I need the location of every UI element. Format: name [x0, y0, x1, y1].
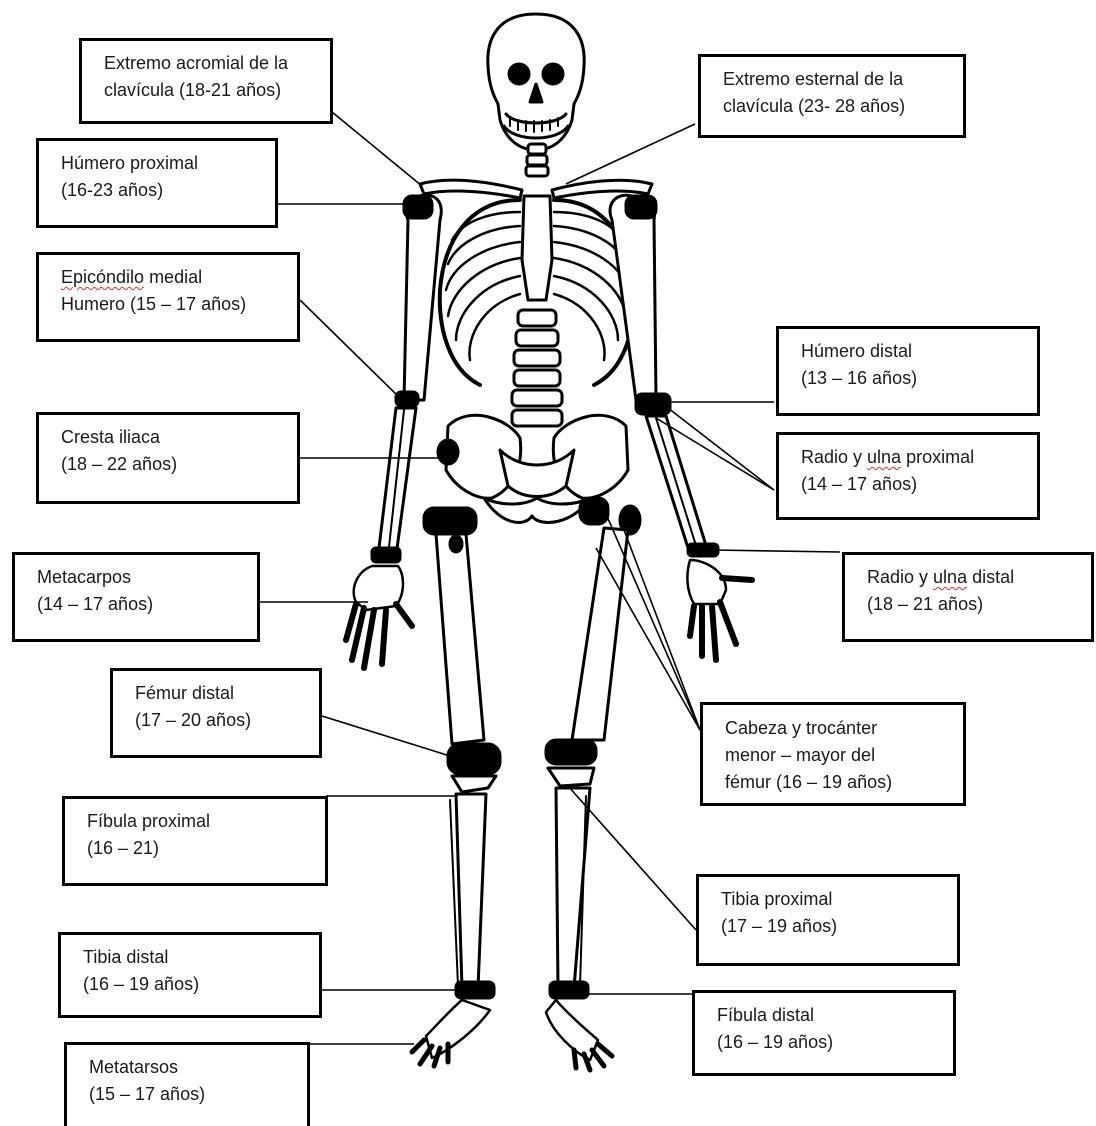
leader-femur-distal: [322, 716, 450, 756]
left-hand: [346, 566, 412, 668]
label-text: Cabeza y trocánter: [725, 715, 949, 742]
label-humero-distal: Húmero distal (13 – 16 años): [776, 326, 1040, 416]
label-text: (16 – 19 años): [83, 971, 305, 998]
label-text: clavícula (18-21 años): [104, 77, 316, 104]
label-cabeza-trocanter: Cabeza y trocánter menor – mayor del fém…: [700, 702, 966, 806]
right-hand: [687, 560, 752, 660]
label-text: medial: [144, 267, 202, 287]
label-text: Extremo esternal de la: [723, 66, 949, 93]
label-text: Radio y: [867, 567, 933, 587]
leader-radio-ulna-distal: [712, 550, 840, 552]
label-text: (17 – 20 años): [135, 707, 305, 734]
label-humero-proximal: Húmero proximal (16-23 años): [36, 138, 278, 228]
spellcheck-word: ulna: [867, 447, 901, 467]
label-text: (17 – 19 años): [721, 913, 943, 940]
label-text: Fémur distal: [135, 680, 305, 707]
label-metacarpos: Metacarpos (14 – 17 años): [12, 552, 260, 642]
label-text: (16-23 años): [61, 177, 261, 204]
label-radio-ulna-proximal: Radio y ulna proximal (14 – 17 años): [776, 432, 1040, 520]
label-text: (14 – 17 años): [801, 471, 1023, 498]
label-text: fémur (16 – 19 años): [725, 769, 949, 796]
label-metatarsos: Metatarsos (15 – 17 años): [64, 1042, 310, 1126]
label-epicondilo-medial: Epicóndilo medial Humero (15 – 17 años): [36, 252, 300, 342]
right-arm: [610, 195, 718, 556]
leader-tibia-proximal: [568, 786, 696, 930]
left-leg: [424, 508, 500, 998]
label-text: (18 – 22 años): [61, 451, 283, 478]
label-text: Metacarpos: [37, 564, 243, 591]
left-foot: [412, 1000, 490, 1066]
label-text: clavícula (23- 28 años): [723, 93, 949, 120]
spellcheck-word: Epicóndilo: [61, 267, 144, 287]
label-text: Cresta iliaca: [61, 424, 283, 451]
label-text: Fíbula distal: [717, 1002, 939, 1029]
label-text: (15 – 17 años): [89, 1081, 293, 1108]
label-text: Epicóndilo medial: [61, 264, 283, 291]
label-text: Radio y: [801, 447, 867, 467]
label-femur-distal: Fémur distal (17 – 20 años): [110, 668, 322, 758]
right-foot: [546, 1000, 612, 1070]
label-text: (16 – 19 años): [717, 1029, 939, 1056]
label-text: Humero (15 – 17 años): [61, 291, 283, 318]
label-text: proximal: [901, 447, 974, 467]
label-text: Metatarsos: [89, 1054, 293, 1081]
label-text: Radio y ulna proximal: [801, 444, 1023, 471]
leader-epicondilo: [300, 300, 400, 398]
label-text: Húmero proximal: [61, 150, 261, 177]
leader-acromial: [332, 112, 422, 186]
label-text: menor – mayor del: [725, 742, 949, 769]
label-text: Tibia distal: [83, 944, 305, 971]
label-tibia-proximal: Tibia proximal (17 – 19 años): [696, 874, 960, 966]
left-clavicle: [420, 180, 522, 198]
label-text: Radio y ulna distal: [867, 564, 1077, 591]
label-text: distal: [967, 567, 1014, 587]
spellcheck-word: ulna: [933, 567, 967, 587]
skull: [488, 14, 584, 150]
right-leg: [546, 498, 640, 998]
label-text: (13 – 16 años): [801, 365, 1023, 392]
label-fibula-distal: Fíbula distal (16 – 19 años): [692, 990, 956, 1076]
label-text: Fíbula proximal: [87, 808, 311, 835]
label-acromial-clavicle: Extremo acromial de la clavícula (18-21 …: [79, 38, 333, 124]
label-text: Tibia proximal: [721, 886, 943, 913]
label-text: (16 – 21): [87, 835, 311, 862]
label-fibula-proximal: Fíbula proximal (16 – 21): [62, 796, 328, 886]
label-text: (18 – 21 años): [867, 591, 1077, 618]
label-tibia-distal: Tibia distal (16 – 19 años): [58, 932, 322, 1018]
label-text: Húmero distal: [801, 338, 1023, 365]
label-sternal-clavicle: Extremo esternal de la clavícula (23- 28…: [698, 54, 966, 138]
label-text: Extremo acromial de la: [104, 50, 316, 77]
leader-trocanter-2: [606, 514, 700, 730]
label-cresta-iliaca: Cresta iliaca (18 – 22 años): [36, 412, 300, 504]
lumbar-spine: [512, 310, 562, 426]
label-radio-ulna-distal: Radio y ulna distal (18 – 21 años): [842, 552, 1094, 642]
label-text: (14 – 17 años): [37, 591, 243, 618]
cervical-spine: [526, 144, 548, 176]
leader-esternal: [566, 124, 695, 184]
